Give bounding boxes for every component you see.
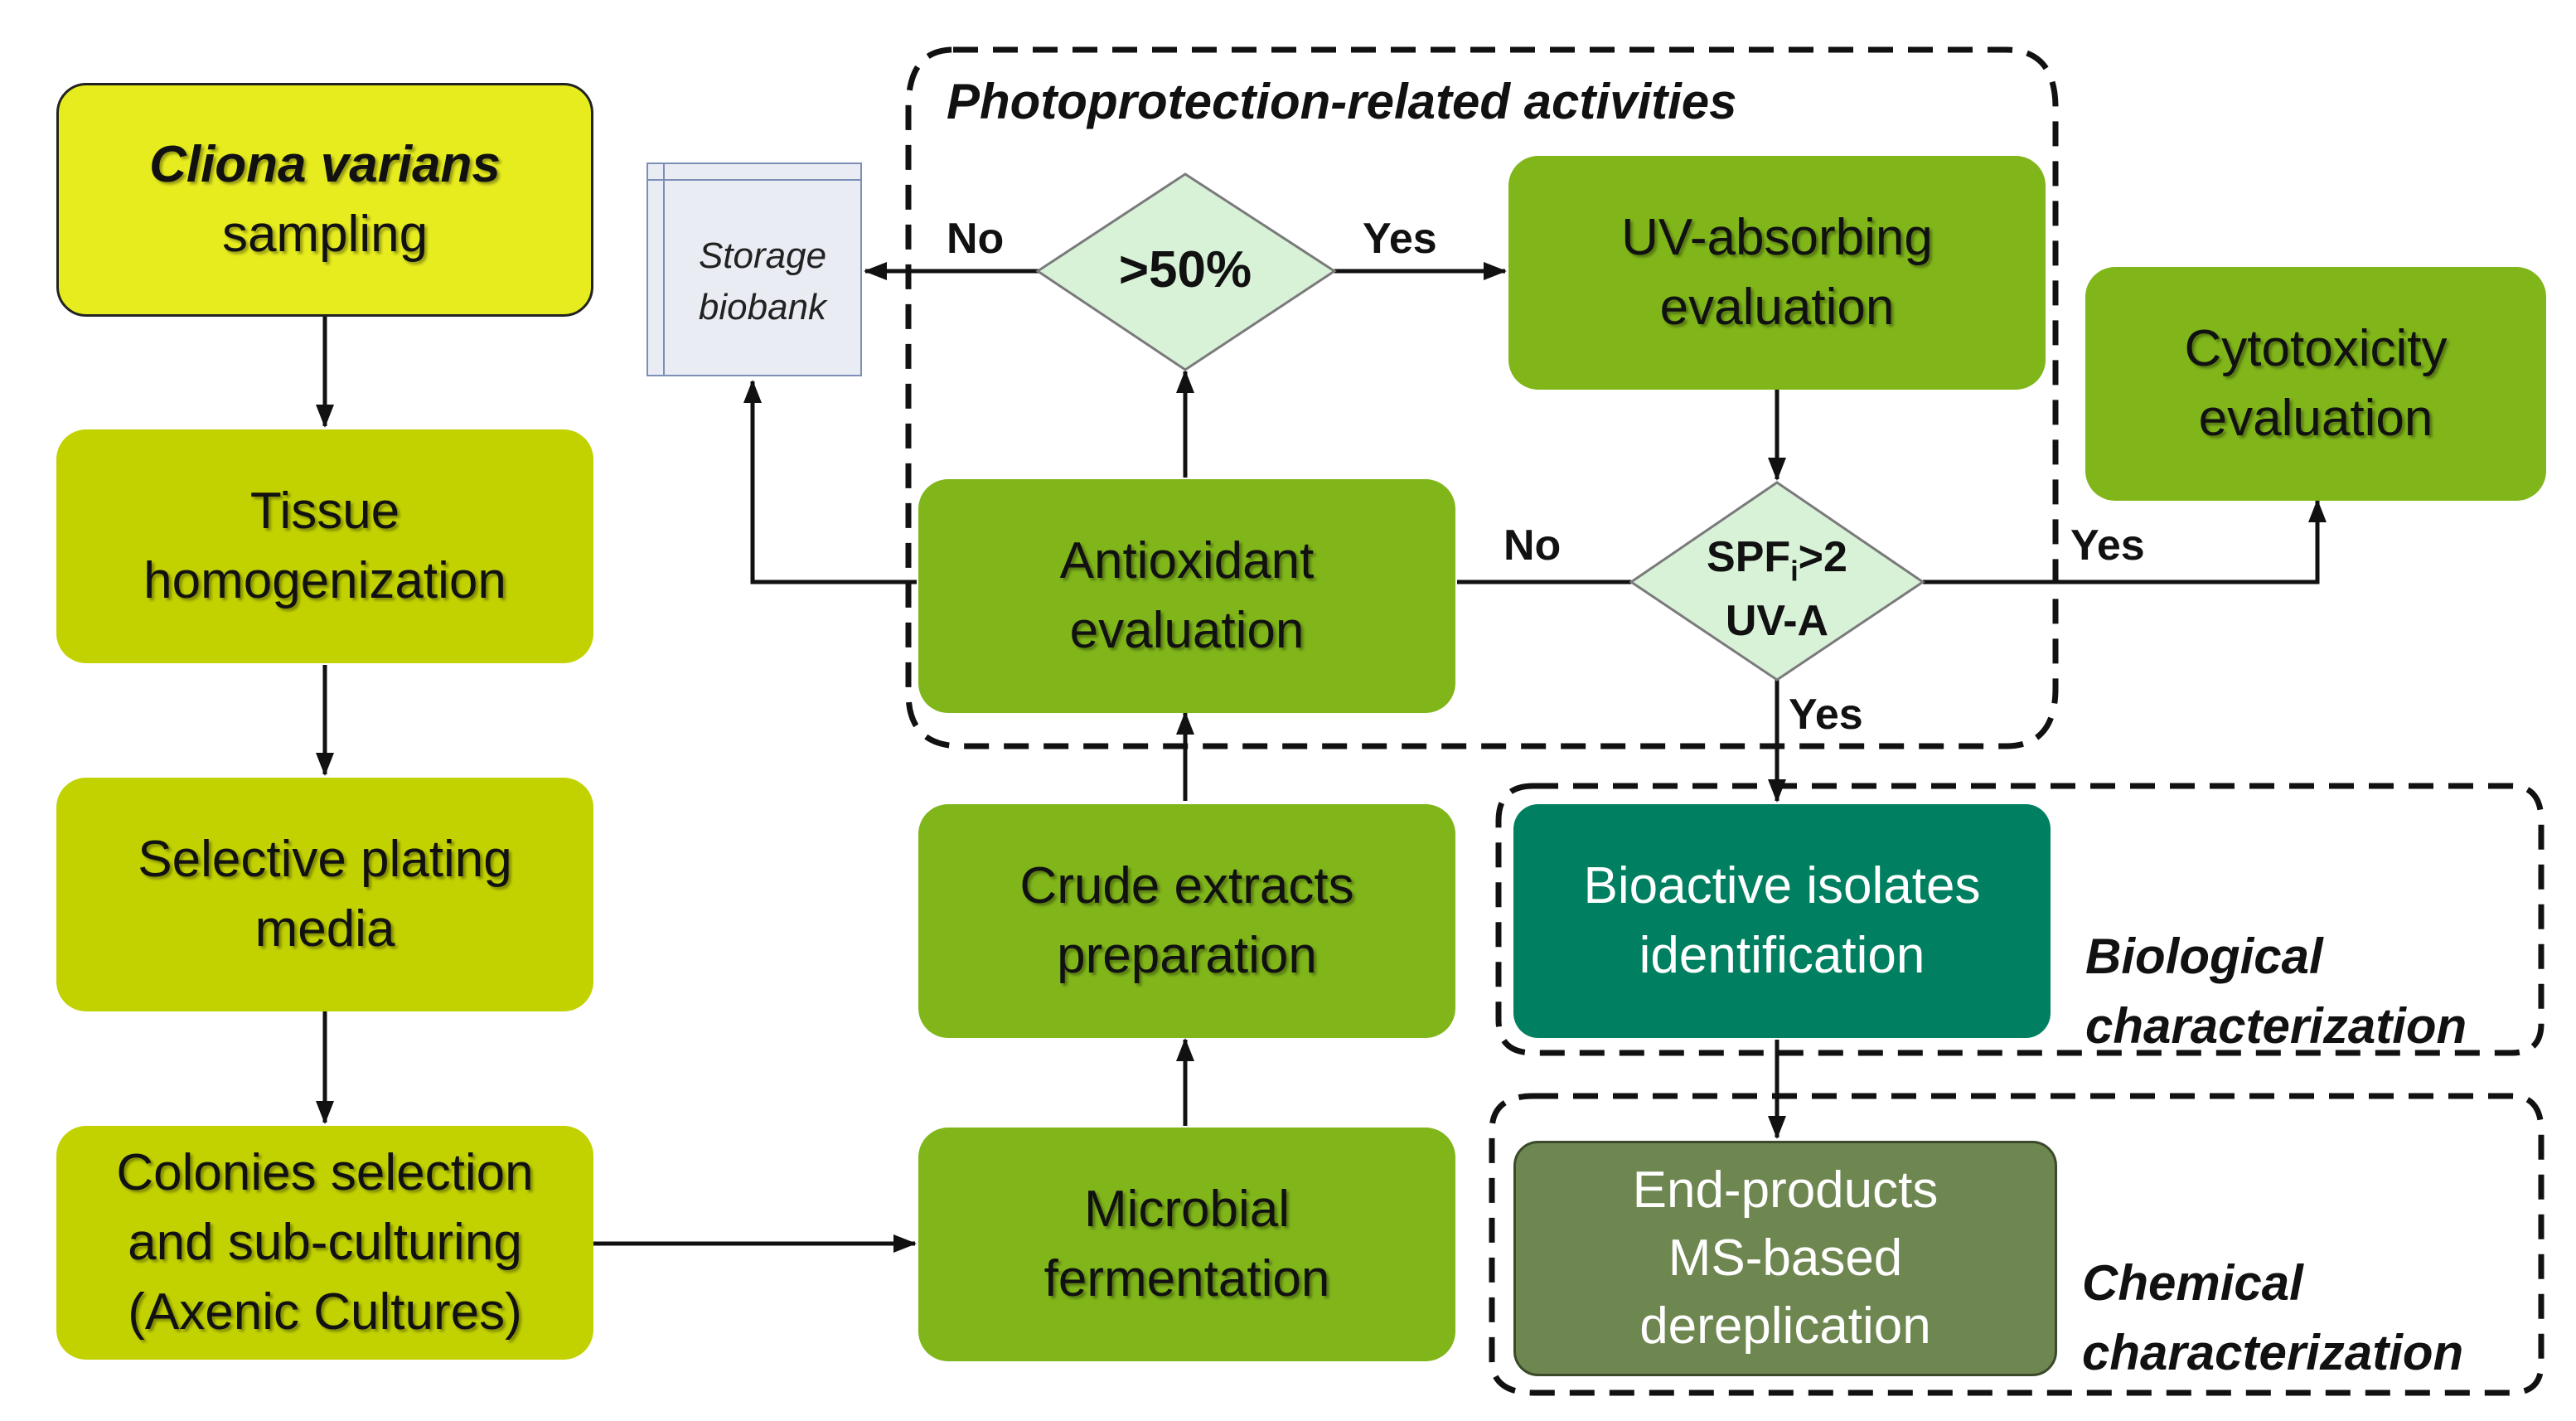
sampling-species: Cliona varians (149, 136, 501, 193)
plating-box: Selective plating media (56, 778, 593, 1011)
storage-line1: Storage (698, 235, 827, 276)
spf-sub: i (1790, 555, 1799, 588)
antioxidant-line1: Antioxidant (1059, 532, 1315, 589)
uv-line1: UV-absorbing (1621, 209, 1933, 266)
bioactive-line1: Bioactive isolates (1583, 857, 1981, 914)
cytotoxicity-line1: Cytotoxicity (2184, 320, 2448, 377)
colonies-box: Colonies selection and sub-culturing (Ax… (56, 1126, 593, 1360)
storage-biobank: Storage biobank (646, 162, 862, 376)
homogenization-line2: homogenization (143, 552, 506, 609)
sampling-label: sampling (221, 206, 429, 263)
spf-prefix: SPF (1707, 533, 1791, 581)
homogenization-box: Tissue homogenization (56, 429, 593, 663)
colonies-line1: Colonies selection (116, 1144, 534, 1201)
biological-line2: characterization (2085, 998, 2467, 1054)
chemical-region (1489, 1093, 2545, 1396)
uv-absorbing-box: UV-absorbing evaluation (1508, 156, 2046, 390)
decision-50-label: >50% (1118, 241, 1252, 298)
end-products-box: End-products MS-based dereplication (1513, 1141, 2057, 1376)
fermentation-line1: Microbial (1083, 1181, 1290, 1238)
cytotoxicity-line2: evaluation (2198, 390, 2433, 447)
spf-suffix: >2 (1798, 533, 1847, 581)
crude-line2: preparation (1057, 927, 1317, 984)
edge-label-no-antioxidant: No (1503, 521, 1562, 570)
uv-line2: evaluation (1659, 279, 1895, 336)
biological-region (1495, 783, 2545, 1056)
antioxidant-line2: evaluation (1069, 602, 1305, 659)
chemical-title: Chemical characterization (2082, 1249, 2463, 1388)
bioactive-line2: identification (1639, 927, 1925, 984)
arrow-spf-to-cytotoxicity (1923, 499, 2327, 584)
spf-line2: UV-A (1725, 597, 1829, 646)
homogenization-line1: Tissue (249, 483, 400, 540)
crude-line1: Crude extracts (1019, 857, 1354, 914)
bioactive-box: Bioactive isolates identification (1513, 804, 2051, 1038)
edge-label-yes-cytotoxicity: Yes (2070, 521, 2145, 570)
fermentation-line2: fermentation (1043, 1250, 1330, 1307)
decision-spf-diamond (1629, 481, 1925, 681)
storage-line2: biobank (698, 287, 827, 327)
arrow-antioxidant-to-storage (743, 380, 917, 584)
colonies-line3: (Axenic Cultures) (128, 1283, 522, 1341)
fermentation-box: Microbial fermentation (918, 1128, 1455, 1361)
cytotoxicity-box: Cytotoxicity evaluation (2085, 267, 2546, 501)
photoprotection-region (905, 46, 2059, 749)
end-products-line1: End-products (1632, 1162, 1939, 1219)
biological-title: Biological characterization (2085, 922, 2467, 1061)
photoprotection-title: Photoprotection-related activities (947, 74, 1737, 129)
chemical-line1: Chemical (2082, 1255, 2303, 1311)
biological-line1: Biological (2085, 929, 2323, 984)
plating-line1: Selective plating (138, 831, 512, 888)
spf-line1: SPFi>2 (1653, 532, 1901, 596)
sampling-box: Cliona varians sampling (56, 83, 593, 317)
plating-line2: media (254, 900, 395, 958)
colonies-line2: and sub-culturing (128, 1214, 522, 1271)
edge-label-yes-bioactive: Yes (1789, 691, 1863, 739)
decision-50-diamond (1035, 172, 1337, 371)
antioxidant-box: Antioxidant evaluation (918, 479, 1455, 713)
edge-label-yes-uv: Yes (1363, 215, 1437, 263)
end-products-line3: dereplication (1639, 1297, 1931, 1355)
crude-box: Crude extracts preparation (918, 804, 1455, 1038)
edge-label-no-storage: No (947, 215, 1005, 263)
end-products-line2: MS-based (1668, 1229, 1903, 1287)
chemical-line2: characterization (2082, 1325, 2464, 1380)
decision-spf-label: SPFi>2 UV-A (1653, 532, 1901, 646)
